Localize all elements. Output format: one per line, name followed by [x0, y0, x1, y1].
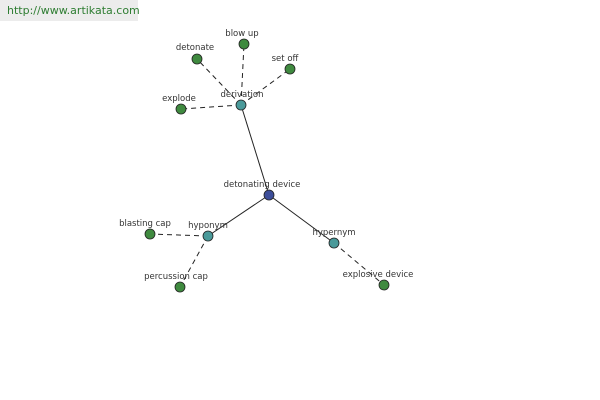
- labels: detonating device derivation hyponym hyp…: [119, 29, 413, 282]
- edge-derivation-explode: [180, 104, 242, 110]
- edge-derivation-detonate: [196, 58, 242, 106]
- edge-derivation-set-off: [240, 68, 291, 106]
- label-blasting-cap: blasting cap: [119, 219, 171, 229]
- node-explosive-device[interactable]: [378, 279, 390, 291]
- label-center: detonating device: [224, 180, 301, 190]
- edge-hyponym-blasting-cap: [149, 233, 209, 237]
- edge-center-derivation: [240, 104, 270, 196]
- dashed-edges: [149, 43, 385, 288]
- nodes: [144, 38, 390, 293]
- label-detonate: detonate: [176, 43, 214, 53]
- node-set-off[interactable]: [284, 63, 296, 75]
- node-hyponym[interactable]: [202, 230, 214, 242]
- solid-edges: [207, 104, 335, 244]
- label-hypernym: hypernym: [312, 228, 355, 238]
- node-detonate[interactable]: [191, 53, 203, 65]
- label-blow-up: blow up: [225, 29, 258, 39]
- node-blow-up[interactable]: [238, 38, 250, 50]
- label-set-off: set off: [272, 54, 300, 64]
- label-explode: explode: [162, 94, 196, 104]
- label-hyponym: hyponym: [188, 221, 228, 231]
- node-explode[interactable]: [175, 103, 187, 115]
- edge-hyponym-percussion-cap: [179, 235, 209, 288]
- node-percussion-cap[interactable]: [174, 281, 186, 293]
- edge-derivation-blow-up: [240, 43, 245, 106]
- edge-center-hyponym: [207, 194, 270, 237]
- label-percussion-cap: percussion cap: [144, 272, 208, 282]
- node-center[interactable]: [263, 189, 275, 201]
- label-explosive-device: explosive device: [343, 270, 414, 280]
- edge-center-hypernym: [268, 194, 335, 244]
- watermark-url: http://www.artikata.com: [0, 0, 140, 21]
- node-hypernym[interactable]: [328, 237, 340, 249]
- node-blasting-cap[interactable]: [144, 228, 156, 240]
- node-derivation[interactable]: [235, 99, 247, 111]
- label-derivation: derivation: [220, 90, 263, 100]
- edge-hypernym-explosive-device: [333, 242, 385, 286]
